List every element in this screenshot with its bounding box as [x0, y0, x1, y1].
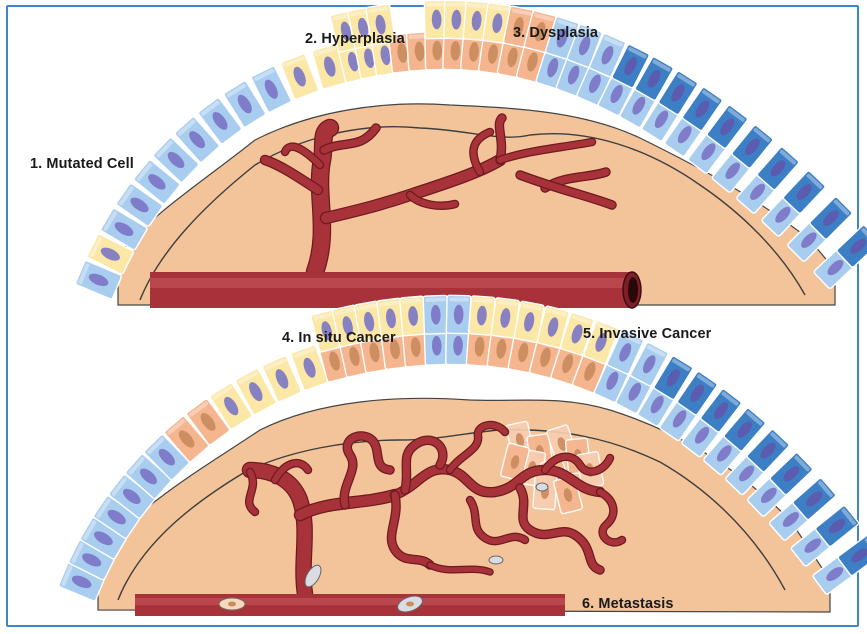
top-tissue-panel: [75, 0, 867, 308]
invasive-cell: [533, 474, 557, 509]
bottom-right-cell: [423, 295, 448, 334]
bottom-right-cell: [446, 295, 471, 333]
label-dysplasia: 3. Dysplasia: [513, 25, 598, 41]
bottom-right-cell: [400, 296, 427, 336]
bottom-main-vessel: [135, 594, 565, 616]
bottom-tissue-panel: [58, 295, 867, 616]
label-metastasis: 6. Metastasis: [582, 596, 674, 612]
label-mutated-cell: 1. Mutated Cell: [30, 156, 134, 172]
label-in-situ-cancer: 4. In situ Cancer: [282, 330, 396, 346]
label-hyperplasia: 2. Hyperplasia: [305, 31, 405, 47]
label-invasive-cancer: 5. Invasive Cancer: [583, 326, 711, 342]
